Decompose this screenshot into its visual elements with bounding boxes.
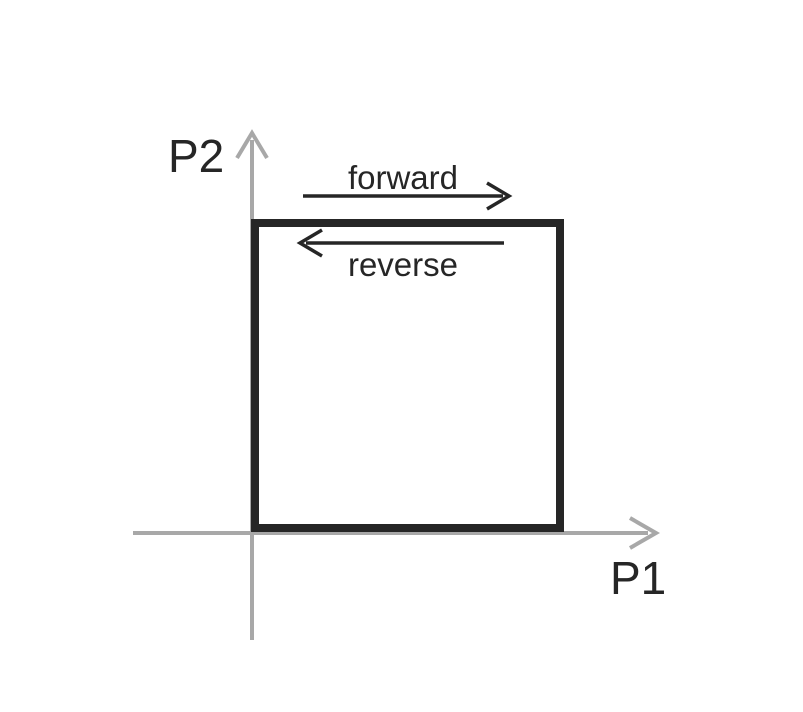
x-axis-label: P1	[610, 552, 666, 604]
forward-label: forward	[348, 159, 458, 196]
reverse-label: reverse	[348, 246, 458, 283]
y-axis-arrowhead-icon	[235, 129, 269, 160]
reverse-arrow-group	[296, 228, 504, 258]
reverse-arrowhead-icon	[296, 228, 323, 258]
forward-arrowhead-icon	[486, 181, 513, 211]
forward-arrow-group	[303, 181, 513, 211]
cycle-square	[251, 219, 564, 532]
x-axis-arrowhead-icon	[629, 516, 661, 550]
y-axis-label: P2	[168, 130, 224, 182]
axes-group	[133, 129, 661, 640]
